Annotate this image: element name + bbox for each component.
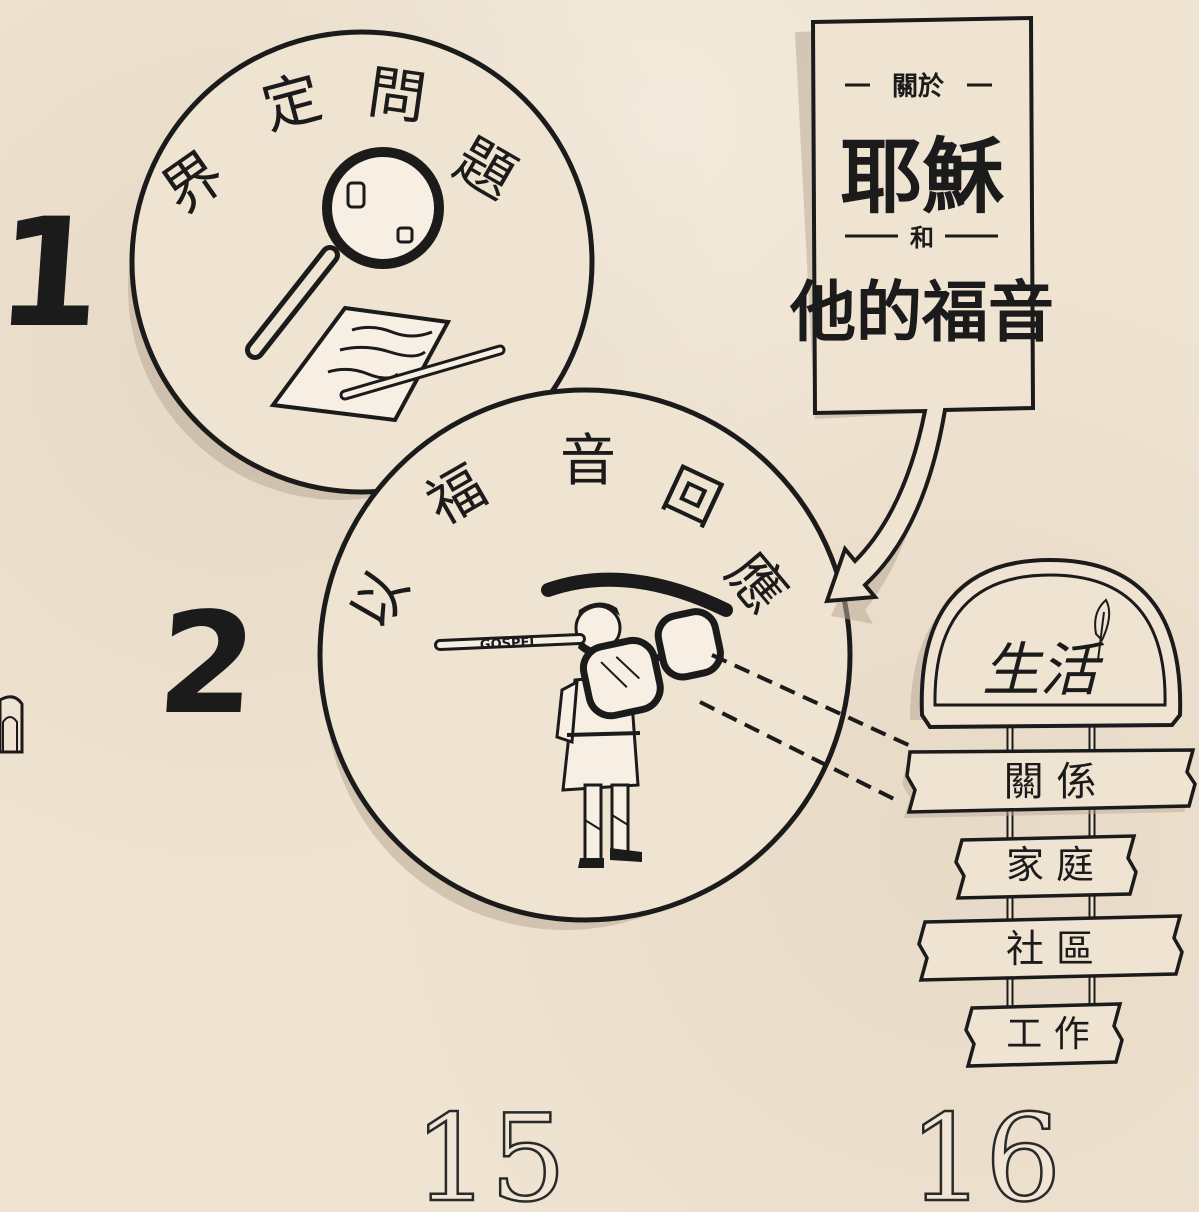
sign-board-0 (902, 748, 1197, 818)
sign-board-3-label: 工 作 (1006, 1014, 1089, 1055)
leaf-icon (1094, 598, 1111, 661)
callout-big-1: 耶穌 (840, 130, 1005, 225)
magnifying-glass-icon (245, 147, 444, 360)
callout-small-top: 關於 (892, 71, 944, 102)
man-with-glasses-figure: GOSPEL (434, 572, 733, 868)
glasses-label: GOSPEL (480, 635, 538, 653)
step1-char-2: 問 (364, 58, 431, 133)
sight-line-upper (711, 653, 916, 750)
page-number-15: 15 (414, 1090, 567, 1212)
step-2-number: 2 (153, 583, 262, 746)
sign-board-1 (954, 834, 1138, 900)
callout-small-mid: 和 (910, 224, 934, 252)
paper-pencil-icon (269, 305, 506, 423)
callout-box (795, 15, 1036, 624)
page-number-16: 16 (909, 1090, 1062, 1212)
sign-board-2 (917, 914, 1184, 982)
step-1-number: 1 (0, 187, 107, 361)
step2-char-2: 音 (560, 429, 616, 494)
sign-board-1-label: 家 庭 (1006, 843, 1094, 887)
sign-board-0-label: 關 係 (1004, 759, 1097, 805)
callout-big-2: 他的福音 (789, 274, 1054, 351)
sight-line-lower (699, 700, 901, 804)
sign-board-2-label: 社 區 (1006, 927, 1094, 971)
partial-arch-icon (0, 695, 24, 754)
sign-board-3 (964, 1002, 1124, 1068)
sign-arch-label: 生活 (982, 636, 1105, 704)
